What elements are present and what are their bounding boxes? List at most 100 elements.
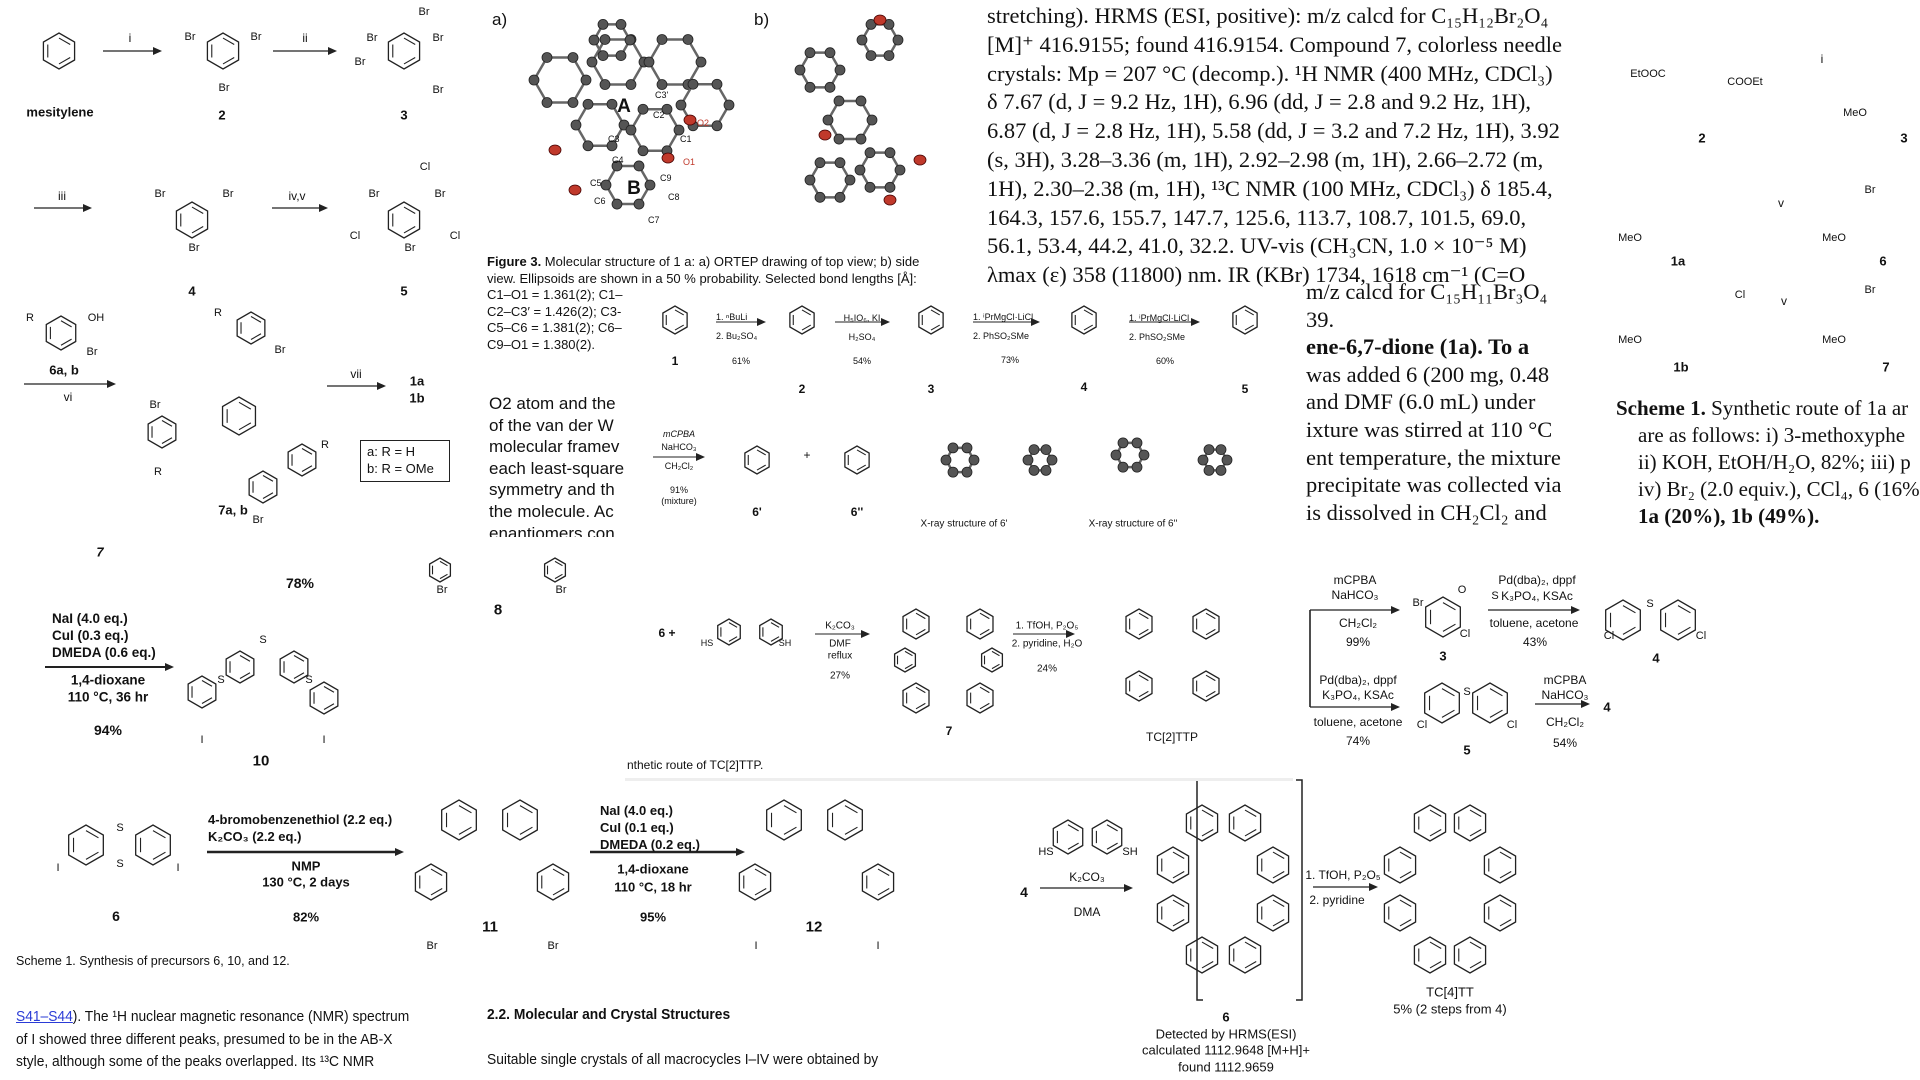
arrow-head (377, 382, 386, 390)
carbon-atom (637, 145, 649, 157)
carbon-atom (864, 181, 876, 193)
carbon-atom (570, 119, 582, 131)
supplementary-figure-link[interactable]: S41–S44 (16, 1008, 73, 1025)
double-bond (1489, 709, 1503, 718)
double-bond (430, 888, 443, 896)
double-bond (1499, 851, 1512, 859)
carbon-atom (794, 64, 806, 76)
double-bond (1469, 941, 1482, 949)
text-line: ixture was stirred at 110 °C (1306, 416, 1553, 442)
reagent: H₂SO₄ (848, 332, 876, 342)
text-line: molecular framev (489, 437, 620, 457)
benzene-ring (287, 443, 317, 477)
benzene-ring (1185, 804, 1219, 842)
product-name: TC[2]TTP (1145, 730, 1199, 744)
group-label: Br (1864, 284, 1876, 296)
benzene-ring (1413, 804, 1447, 842)
figure-label: X-ray structure of 6'' (1088, 518, 1178, 530)
double-bond (1429, 809, 1442, 817)
carbon-atom (723, 99, 735, 111)
atom-label: OH (87, 312, 105, 324)
reagent: NaHCO₃ (1331, 588, 1379, 602)
reagent: 2. Bu₂SO₄ (716, 331, 758, 341)
atom-label: S (116, 858, 124, 870)
double-bond (1499, 871, 1512, 879)
atom-label: R (321, 439, 329, 451)
double-bond (1499, 919, 1512, 927)
text-line: of the van der W (489, 415, 614, 435)
text-line: and DMF (6.0 mL) under (1306, 389, 1536, 415)
benzene-ring (414, 863, 448, 901)
carbon-atom (711, 78, 723, 90)
carbon-atom (656, 34, 668, 45)
plus-sign: + (803, 448, 811, 462)
text-line: each least-square (489, 458, 625, 478)
product-yield: 5% (2 steps from 4) (1393, 1001, 1507, 1017)
compound-number: 8 (493, 601, 503, 619)
atom-label: Br (432, 84, 444, 96)
compound-number: 4 (188, 283, 196, 299)
double-bond (152, 830, 166, 839)
ortep-ring (808, 161, 852, 199)
benzene-ring (428, 557, 452, 583)
benzene-ring (1256, 846, 1290, 884)
double-bond (1429, 829, 1442, 837)
reagent: CuI (0.1 eq.) (600, 820, 674, 835)
group-label: SH (1122, 846, 1138, 858)
yield: 24% (1036, 663, 1058, 675)
reagent: DMEDA (0.2 eq.) (600, 837, 700, 852)
carbon-atom (711, 120, 723, 132)
step-label: vii (350, 367, 362, 381)
double-bond (1067, 842, 1079, 850)
group-label: Cl (1734, 289, 1746, 301)
carbon-atom (834, 191, 846, 203)
double-bond (1489, 688, 1503, 697)
double-bond (1399, 851, 1412, 859)
double-bond (552, 868, 565, 876)
compound-number: 1a (409, 373, 425, 389)
double-bond (403, 226, 416, 234)
reagent: 2. pyridine (1309, 893, 1365, 907)
carbon-atom (866, 114, 878, 126)
carbon-atom (606, 98, 618, 110)
ortep-ring (798, 51, 842, 89)
double-bond (191, 226, 204, 234)
panel-label: b) (754, 10, 770, 29)
double-bond (458, 826, 472, 835)
yield: 91% (669, 485, 689, 495)
compound-number: 5 (1463, 742, 1471, 758)
benzene-ring (387, 201, 421, 239)
ring-label: B (627, 178, 641, 199)
caption-line: iv) Br₂ (2.0 equiv.), CCl₄, 6 (16% (1638, 477, 1920, 501)
reagent: H₅IO₆, KI (843, 313, 881, 323)
carbon-atom (884, 181, 896, 193)
arrow-head (1391, 703, 1400, 711)
text-line: was added 6 (200 mg, 0.48 (1306, 361, 1550, 387)
double-bond (222, 37, 235, 45)
text-line: of I showed three different peaks, presu… (16, 1030, 393, 1048)
atom-label: R (26, 312, 34, 324)
carbon-atom (833, 95, 845, 107)
yield: 95% (639, 909, 667, 925)
carbon-atom (611, 198, 623, 210)
arrow-head (83, 204, 92, 212)
carbon-atom (588, 34, 600, 46)
compound-number: 5 (400, 283, 408, 299)
scheme-label: Scheme 1. (1616, 396, 1706, 420)
atom-label: I (200, 734, 204, 746)
atom-label: Br (434, 188, 446, 200)
double-bond (293, 655, 305, 662)
double-bond (1244, 961, 1257, 969)
reagent: mCPBA (1543, 673, 1587, 687)
compound-number: 3 (400, 107, 408, 123)
benzene-ring (1453, 936, 1487, 974)
text-line: 39. (1306, 306, 1335, 332)
condition: 110 °C, 36 hr (67, 689, 149, 705)
double-bond (1172, 899, 1185, 907)
benzene-ring (1228, 936, 1262, 974)
double-bond (1272, 851, 1285, 859)
atom-label: Br (222, 188, 234, 200)
reagent: 2. PhSO₂SMe (1129, 332, 1186, 342)
benzene-ring (861, 863, 895, 901)
atom-label: C1 (680, 134, 692, 144)
